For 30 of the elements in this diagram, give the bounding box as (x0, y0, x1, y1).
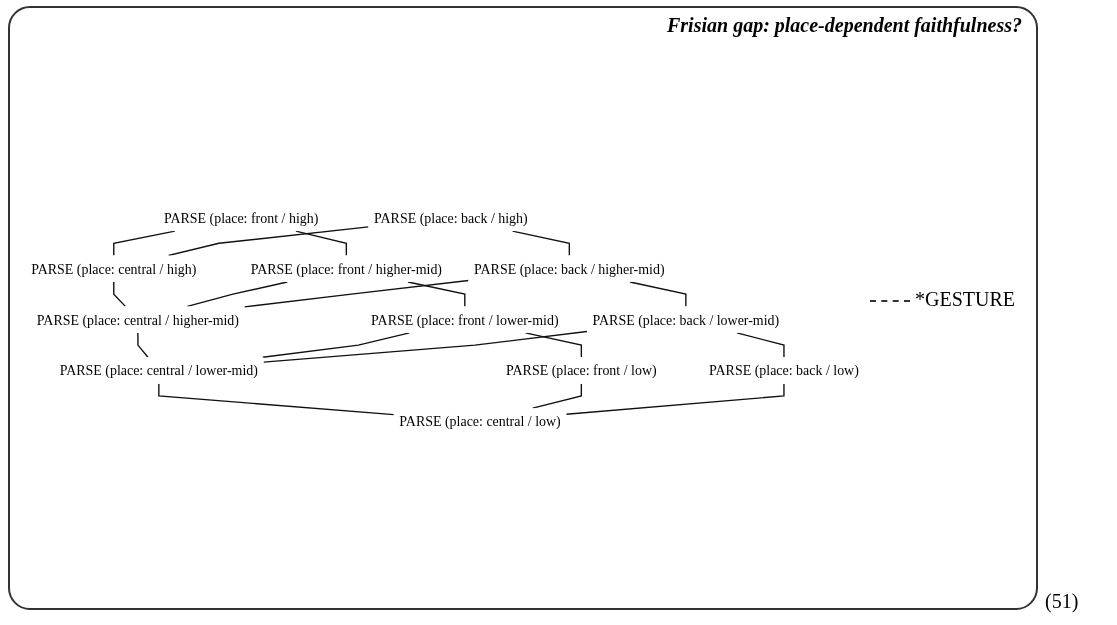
node-text: PARSE (place: front / higher-mid) (250, 261, 442, 277)
node-text: PARSE (place: back / high) (374, 210, 528, 226)
node-text: PARSE (place: central / lower-mid) (59, 363, 258, 379)
connector (629, 281, 687, 308)
node-text: PARSE (place: back / higher-mid) (474, 261, 665, 277)
node-text: PARSE (place: central / low) (399, 414, 561, 430)
connector (511, 230, 571, 257)
connector (137, 332, 149, 359)
connector (243, 280, 470, 308)
node-text: PARSE (place: front / low) (506, 363, 657, 379)
connector (262, 331, 588, 364)
connector (113, 230, 176, 257)
node-text: PARSE (place: central / high) (31, 261, 197, 277)
example-number: (51) (1045, 590, 1079, 613)
node-text: PARSE (place: front / high) (163, 210, 319, 226)
connector (736, 332, 785, 359)
node-text: PARSE (place: back / low) (709, 363, 859, 379)
node-text: PARSE (place: central / higher-mid) (36, 312, 239, 328)
connector (186, 281, 288, 308)
connector (113, 281, 127, 308)
connector (532, 383, 583, 410)
connector (565, 383, 785, 416)
node-text: PARSE (place: back / lower-mid) (592, 312, 780, 328)
connector (158, 383, 395, 416)
node-text: PARSE (place: front / lower-mid) (371, 312, 559, 328)
connector (167, 226, 370, 257)
connector (295, 230, 348, 257)
connector (407, 281, 466, 308)
title: Frisian gap: place-dependent faithfulness? (667, 14, 1022, 37)
threshold-label: *GESTURE (915, 288, 1015, 311)
